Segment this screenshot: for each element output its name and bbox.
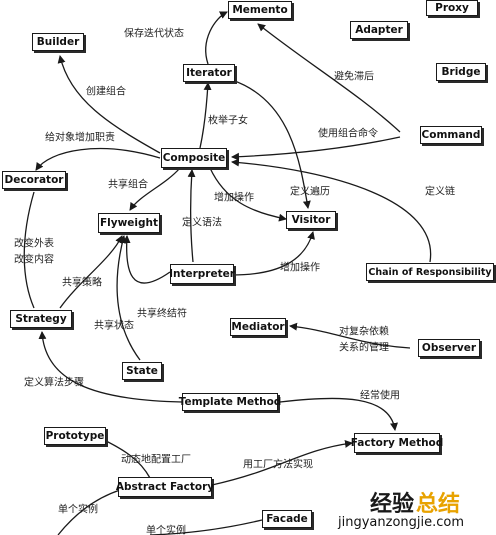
arrow-command-composite bbox=[231, 136, 401, 161]
node-facade[interactable]: Facade bbox=[262, 510, 312, 528]
arrow-composite-visitor bbox=[209, 167, 287, 222]
node-flyweight[interactable]: Flyweight bbox=[98, 213, 160, 233]
arrow-template-strategy bbox=[38, 331, 183, 403]
watermark-url: jingyanzongjie.com bbox=[338, 515, 465, 530]
arrow-chain-composite bbox=[231, 158, 432, 263]
arrow-abstract-factory bbox=[211, 439, 353, 486]
arrow-iterator-memento bbox=[205, 11, 228, 65]
arrow-abstract-single bbox=[57, 489, 121, 535]
node-decorator[interactable]: Decorator bbox=[2, 171, 66, 189]
label-define-chain: 定义链 bbox=[425, 186, 455, 198]
label-define-grammar: 定义语法 bbox=[182, 217, 222, 229]
node-abstract-factory[interactable]: Abstract Factory bbox=[116, 477, 214, 497]
label-single-instance-2: 单个实例 bbox=[146, 525, 186, 535]
label-add-duties: 给对象增加职责 bbox=[45, 132, 115, 144]
label-add-operation-2: 增加操作 bbox=[280, 262, 320, 274]
node-observer[interactable]: Observer bbox=[418, 339, 480, 357]
label-define-algo-steps: 定义算法步骤 bbox=[24, 377, 84, 389]
node-factory-method[interactable]: Factory Method bbox=[351, 433, 443, 453]
node-proxy[interactable]: Proxy bbox=[426, 0, 478, 16]
node-mediator[interactable]: Mediator bbox=[230, 318, 286, 336]
node-template-method[interactable]: Template Method bbox=[179, 393, 281, 411]
node-state[interactable]: State bbox=[122, 362, 162, 380]
label-create-composite: 创建组合 bbox=[86, 86, 126, 98]
node-interpreter[interactable]: Interpreter bbox=[169, 264, 235, 284]
arrow-state-flyweight bbox=[116, 235, 141, 361]
label-enum-children: 枚举子女 bbox=[208, 115, 248, 127]
arrow-composite-flyweight bbox=[129, 167, 181, 211]
arrow-strategy-flyweight bbox=[59, 235, 123, 309]
arrow-composite-iterator bbox=[199, 82, 212, 149]
label-complex-dep-1: 对复杂依赖 bbox=[339, 326, 389, 338]
arrow-abstract-prototype bbox=[99, 437, 151, 479]
label-change-skin: 改变外表 bbox=[14, 238, 54, 250]
node-composite[interactable]: Composite bbox=[161, 148, 227, 168]
label-often-use: 经常使用 bbox=[360, 390, 400, 402]
label-change-guts: 改变内容 bbox=[14, 254, 54, 266]
label-define-traversal: 定义遍历 bbox=[290, 186, 330, 198]
node-bridge[interactable]: Bridge bbox=[436, 63, 486, 81]
label-avoid-lag: 避免滞后 bbox=[334, 71, 374, 83]
label-impl-with-fm: 用工厂方法实现 bbox=[243, 459, 313, 471]
arrow-interpreter-flyweight bbox=[122, 235, 171, 284]
label-share-composite: 共享组合 bbox=[108, 179, 148, 191]
node-chain-of-responsibility[interactable]: Chain of Responsibility bbox=[366, 263, 494, 281]
arrow-observer-mediator bbox=[289, 322, 411, 349]
label-share-state: 共享状态 bbox=[94, 320, 134, 332]
arrow-command-memento bbox=[257, 23, 401, 133]
arrow-composite-builder bbox=[57, 55, 161, 154]
label-complex-dep-2: 关系的管理 bbox=[339, 342, 389, 354]
node-prototype[interactable]: Prototype bbox=[44, 427, 106, 445]
label-add-operation: 增加操作 bbox=[214, 192, 254, 204]
node-command[interactable]: Command bbox=[420, 126, 482, 144]
line-decorator-strategy bbox=[23, 191, 35, 309]
label-single-instance-1: 单个实例 bbox=[58, 504, 98, 516]
arrow-template-factory bbox=[279, 397, 398, 431]
label-share-terminal: 共享终结符 bbox=[137, 308, 187, 320]
arrow-interpreter-composite bbox=[187, 169, 196, 263]
arrow-composite-decorator bbox=[35, 148, 161, 171]
node-iterator[interactable]: Iterator bbox=[183, 64, 235, 82]
label-dynamic-config: 动态地配置工厂 bbox=[121, 454, 191, 466]
label-share-strategy: 共享策略 bbox=[62, 277, 102, 289]
label-save-iter-state: 保存迭代状态 bbox=[124, 28, 184, 40]
arrow-interpreter-visitor bbox=[231, 231, 315, 276]
watermark-cn-part2: 总结 bbox=[416, 492, 461, 517]
label-use-composite-cmd: 使用组合命令 bbox=[318, 128, 378, 140]
node-builder[interactable]: Builder bbox=[32, 33, 84, 51]
node-memento[interactable]: Memento bbox=[228, 1, 292, 19]
watermark-cn-part1: 经验 bbox=[370, 492, 415, 517]
node-visitor[interactable]: Visitor bbox=[286, 211, 336, 229]
node-adapter[interactable]: Adapter bbox=[350, 21, 408, 39]
node-strategy[interactable]: Strategy bbox=[10, 310, 72, 328]
arrow-iterator-visitor bbox=[231, 79, 311, 209]
